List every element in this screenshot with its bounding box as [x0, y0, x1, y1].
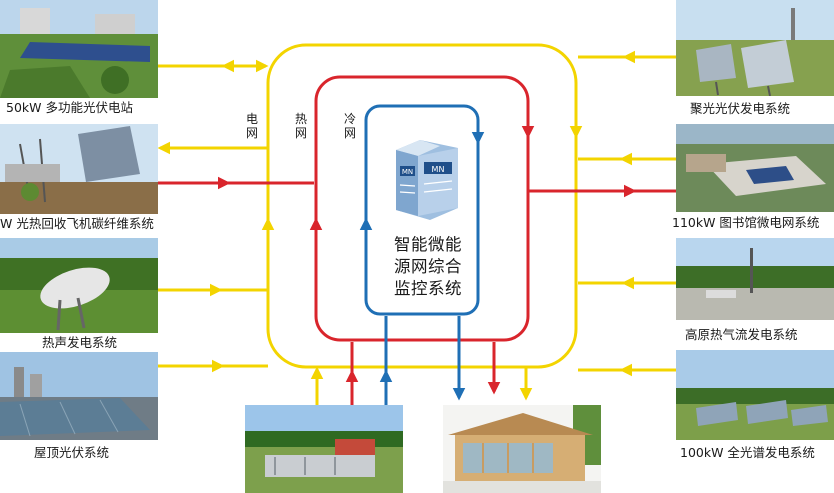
label-left-2: W 光热回收飞机碳纤维系统 [0, 216, 154, 231]
server-icon: MN MN [396, 140, 458, 220]
network-label-heat: 热网 [294, 112, 307, 140]
right-connectors [528, 50, 676, 377]
photo-library-microgrid [676, 124, 834, 212]
photo-thermoacoustic [0, 238, 158, 333]
photo-multifunction-pv-station [0, 0, 158, 98]
loop-arrows [261, 120, 583, 235]
label-left-4: 屋顶光伏系统 [34, 445, 110, 460]
photo-plateau-thermal-airflow [676, 238, 834, 320]
label-left-3: 热声发电系统 [42, 335, 118, 350]
photo-heat-plant [245, 405, 403, 493]
label-left-1: 50kW 多功能光伏电站 [6, 100, 133, 115]
network-label-electric: 电网 [245, 112, 258, 140]
electric-grid-loop [266, 43, 578, 369]
server-logo-right: MN [432, 165, 445, 174]
left-connectors [157, 59, 314, 373]
network-label-cold: 冷网 [343, 112, 356, 140]
heat-grid-loop [314, 75, 530, 342]
monitoring-system-title: 智能微能 源网综合 监控系统 [394, 235, 462, 298]
label-right-3: 高原热气流发电系统 [685, 327, 798, 342]
bottom-connectors [310, 316, 533, 405]
photo-full-spectrum [676, 350, 834, 440]
photo-solar-thermal-carbon-fiber [0, 124, 158, 214]
label-right-2: 110kW 图书馆微电网系统 [672, 215, 820, 230]
cold-grid-loop [364, 104, 480, 316]
server-logo-left: MN [402, 168, 413, 176]
photo-wooden-cabin [443, 405, 601, 493]
photo-concentrating-pv [676, 0, 834, 96]
label-right-1: 聚光光伏发电系统 [690, 101, 791, 116]
label-right-4: 100kW 全光谱发电系统 [680, 445, 815, 460]
photo-rooftop-pv [0, 352, 158, 440]
